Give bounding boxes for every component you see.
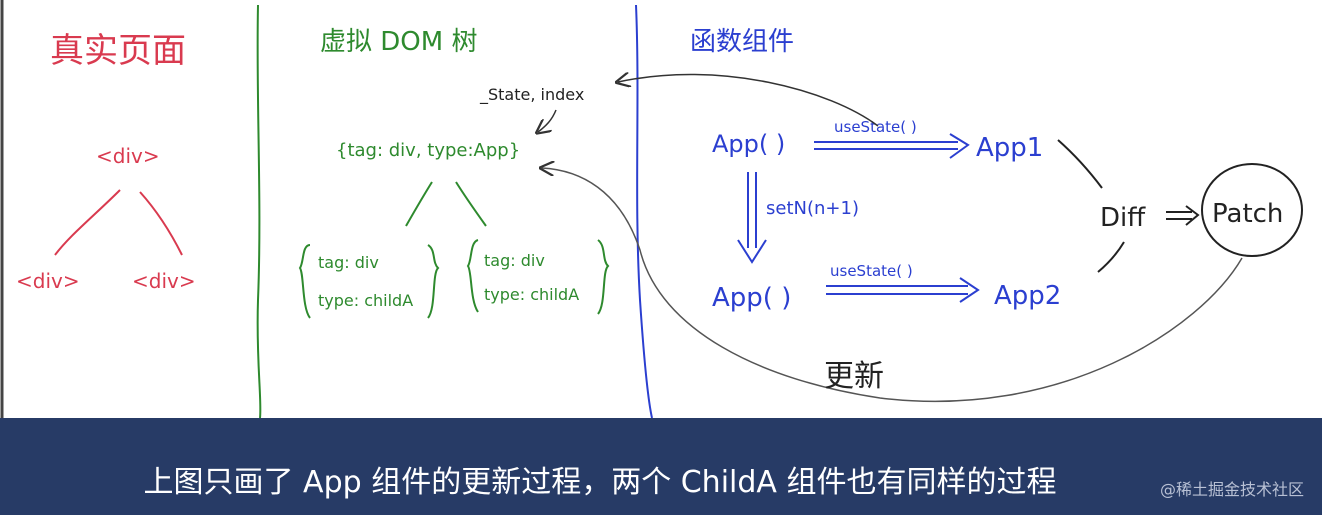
real-root-node: <div> — [96, 144, 160, 168]
app-result-1: App1 — [976, 133, 1043, 163]
function-component-title: 函数组件 — [690, 27, 794, 57]
child-a-left-brace — [298, 244, 311, 319]
patch-label: Patch — [1212, 199, 1283, 229]
use-state-label-1: useState( ) — [834, 118, 917, 136]
hook-state-label: _State, index — [479, 85, 584, 105]
divider-blue — [635, 4, 653, 418]
divider-green — [256, 4, 262, 418]
patch-circle — [1201, 163, 1303, 257]
vertical-arrow-head — [737, 239, 767, 264]
use-state-to-hook-arrow — [618, 75, 879, 127]
real-left-child: <div> — [16, 269, 80, 293]
update-label: 更新 — [824, 359, 884, 394]
virtual-dom-title: 虚拟 DOM 树 — [320, 27, 477, 57]
child-b-tag: tag: div — [484, 251, 545, 270]
real-edge-left — [54, 189, 121, 256]
diff-arrow-lines — [1166, 211, 1192, 220]
use-state-label-2: useState( ) — [830, 262, 913, 280]
diff-connector-bottom — [1097, 241, 1125, 273]
app-call-2: App( ) — [712, 283, 791, 313]
diff-arrow-head — [1185, 205, 1200, 226]
caption-bar — [0, 418, 1322, 515]
whiteboard: 真实页面 <div> <div> <div> 虚拟 DOM 树 _State, … — [0, 0, 1303, 418]
child-b-left-brace — [466, 239, 479, 313]
caption-text: 上图只画了 App 组件的更新过程，两个 ChildA 组件也有同样的过程 — [143, 465, 1057, 500]
patch-to-vdom-update-arrow — [542, 168, 1243, 403]
real-page-title: 真实页面 — [50, 31, 186, 71]
child-a-type: type: childA — [318, 291, 413, 310]
diff-connector-top — [1057, 139, 1103, 189]
double-arrow-1-head — [949, 133, 970, 159]
hook-arrow — [538, 109, 557, 132]
vdom-root-node: {tag: div, type:App} — [336, 140, 520, 161]
set-n-label: setN(n+1) — [766, 198, 859, 219]
diff-label: Diff — [1100, 203, 1146, 233]
child-a-right-brace — [427, 244, 440, 319]
child-b-type: type: childA — [484, 285, 579, 304]
real-right-child: <div> — [132, 269, 196, 293]
app-result-2: App2 — [994, 281, 1061, 311]
double-arrow-2-head — [959, 277, 980, 303]
app-call-1: App( ) — [712, 130, 785, 158]
vdom-edge-right — [455, 181, 487, 227]
watermark: @稀土掘金技术社区 — [1159, 480, 1304, 499]
vdom-edge-left — [405, 181, 433, 227]
diagram-canvas: 真实页面 <div> <div> <div> 虚拟 DOM 树 _State, … — [0, 0, 1303, 418]
child-a-tag: tag: div — [318, 253, 379, 272]
real-edge-right — [139, 191, 183, 256]
child-b-right-brace — [597, 239, 610, 315]
